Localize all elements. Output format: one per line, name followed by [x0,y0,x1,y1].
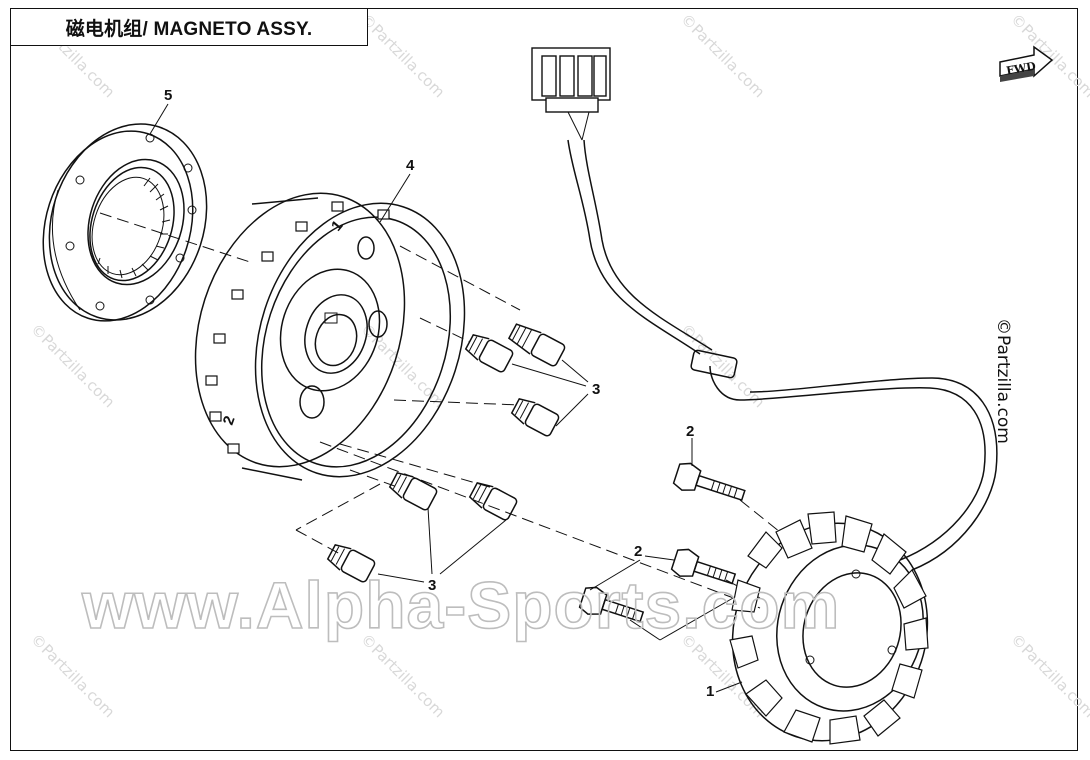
callouts: 5 4 3 3 2 2 1 [149,87,743,700]
watermark-small: ©Partzilla.com [357,10,448,101]
diagram-title: 磁电机组/ MAGNETO ASSY. [10,8,368,46]
flywheel-mark-2: 2 [220,414,239,428]
watermark-small: ©Partzilla.com [677,10,768,101]
part-5-bearing-ring [42,123,251,322]
watermark-small: ©Partzilla.com [357,320,448,411]
copyright-side: ©Partzilla.com [993,318,1013,444]
callout-4: 4 [406,157,415,174]
watermark-big: www.Alpha-Sports.com [81,568,840,642]
part-2-flange-bolts [578,438,791,641]
callout-3b: 3 [428,577,436,594]
watermark-small: ©Partzilla.com [1007,10,1090,101]
part-1-stator [531,47,998,745]
watermark-small: ©Partzilla.com [27,630,118,721]
part-3-bolts [326,323,589,583]
callout-3a: 3 [592,381,600,398]
callout-5: 5 [164,87,172,104]
callout-2a: 2 [686,423,694,440]
watermark-small: ©Partzilla.com [1007,630,1090,721]
fwd-label: FWD [1005,60,1037,78]
callout-1: 1 [706,683,714,700]
callout-2b: 2 [634,543,642,560]
watermark-small: ©Partzilla.com [357,630,448,721]
watermark-small: ©Partzilla.com [27,320,118,411]
part-4-flywheel: 1 2 [194,192,761,609]
fwd-arrow-icon: FWD [999,45,1054,82]
